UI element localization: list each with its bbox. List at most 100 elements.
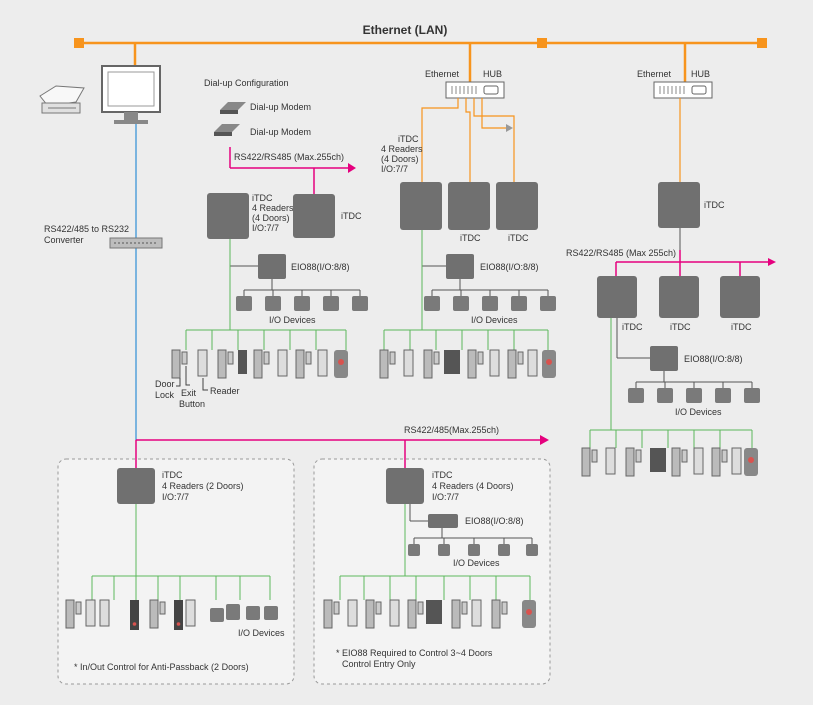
io-device-row <box>236 296 368 311</box>
door-lock-label-1: Door <box>155 379 175 389</box>
eio88-label: EIO88(I/O:8/8) <box>480 262 539 272</box>
io-ratio-label: I/O:7/7 <box>432 492 459 502</box>
itdc-controller <box>496 182 538 230</box>
itdc-controller <box>293 194 335 238</box>
dialup-modem-label-1: Dial-up Modem <box>250 102 311 112</box>
eio88-label: EIO88(I/O:8/8) <box>684 354 743 364</box>
ethernet-nodes <box>74 38 767 48</box>
itdc-label: iTDC <box>622 322 643 332</box>
modem-icon <box>214 124 240 136</box>
ethernet-title: Ethernet (LAN) <box>363 23 448 37</box>
io-device-row <box>628 388 760 403</box>
ethernet-label: Ethernet <box>425 69 460 79</box>
reader-wiring <box>91 504 271 600</box>
itdc-controller <box>720 276 760 318</box>
itdc-controller <box>207 193 249 239</box>
exit-button-label-2: Button <box>179 399 205 409</box>
io-ratio-label: I/O:7/7 <box>381 164 408 174</box>
io-device-row <box>210 604 278 622</box>
rs-bus-right-label: RS422/RS485 (Max 255ch) <box>566 248 676 258</box>
ethernet-label: Ethernet <box>637 69 672 79</box>
door-device-row <box>323 599 536 629</box>
io-wiring <box>409 504 533 544</box>
io-device-row <box>424 296 556 311</box>
eio88-module <box>650 346 678 371</box>
eio88-note-1: * EIO88 Required to Control 3~4 Doors <box>336 648 493 658</box>
itdc-controller <box>117 468 155 504</box>
readers-label: 4 Readers <box>381 144 423 154</box>
itdc-controller <box>448 182 490 230</box>
dialup-modem-label-2: Dial-up Modem <box>250 127 311 137</box>
readers-label: 4 Readers (4 Doors) <box>432 481 514 491</box>
hub-icon <box>445 81 505 99</box>
converter-icon <box>109 237 163 249</box>
reader-wiring <box>589 318 753 448</box>
callout-lines <box>176 366 208 391</box>
itdc-controller <box>386 468 424 504</box>
reader-wiring <box>185 239 347 350</box>
eio88-module <box>446 254 474 279</box>
itdc-label: iTDC <box>508 233 529 243</box>
hub-ports <box>659 86 685 94</box>
ethernet-backbone <box>78 41 762 82</box>
eio88-label: EIO88(I/O:8/8) <box>291 262 350 272</box>
itdc-controller <box>658 182 700 228</box>
door-device-row <box>171 349 348 379</box>
itdc-label: iTDC <box>670 322 691 332</box>
eio88-module <box>428 514 458 528</box>
io-devices-label: I/O Devices <box>453 558 500 568</box>
io-devices-label: I/O Devices <box>675 407 722 417</box>
hub-ports <box>451 86 477 94</box>
readers-label: 4 Readers (2 Doors) <box>162 481 244 491</box>
door-device-row <box>65 599 196 630</box>
door-device-row <box>581 447 758 477</box>
door-device-row <box>379 349 556 379</box>
hub-arrow <box>506 124 513 132</box>
itdc-label: iTDC <box>252 193 273 203</box>
rs485-buses <box>136 147 770 441</box>
hub-label: HUB <box>483 69 502 79</box>
hub-icon <box>653 81 713 99</box>
itdc-label: iTDC <box>704 200 725 210</box>
io-wiring <box>616 318 753 388</box>
io-devices-label: I/O Devices <box>471 315 518 325</box>
hub-led <box>691 85 707 95</box>
modem-icon <box>220 102 246 114</box>
hub-links <box>421 98 515 182</box>
io-device-row <box>408 544 538 556</box>
itdc-label: iTDC <box>398 134 419 144</box>
itdc-controller <box>400 182 442 230</box>
io-devices-label: I/O Devices <box>238 628 285 638</box>
eio88-label: EIO88(I/O:8/8) <box>465 516 524 526</box>
reader-wiring <box>383 230 549 350</box>
doors-label: (4 Doors) <box>252 213 290 223</box>
io-devices-label: I/O Devices <box>269 315 316 325</box>
converter-label-2: Converter <box>44 235 84 245</box>
pc-icon <box>101 65 161 124</box>
io-ratio-label: I/O:7/7 <box>252 223 279 233</box>
rs-bus-left-label: RS422/RS485 (Max.255ch) <box>234 152 344 162</box>
reader-label: Reader <box>210 386 240 396</box>
hub-led <box>483 85 499 95</box>
readers-label: 4 Readers <box>252 203 294 213</box>
eio88-module <box>258 254 286 279</box>
reader-wiring <box>339 504 531 600</box>
itdc-controller <box>597 276 637 318</box>
itdc-label: iTDC <box>460 233 481 243</box>
converter-label-1: RS422/485 to RS232 <box>44 224 129 234</box>
io-ratio-label: I/O:7/7 <box>162 492 189 502</box>
itdc-label: iTDC <box>341 211 362 221</box>
anti-passback-group <box>57 458 295 685</box>
anti-passback-note: * In/Out Control for Anti-Passback (2 Do… <box>74 662 249 672</box>
hub-label: HUB <box>691 69 710 79</box>
itdc-label: iTDC <box>731 322 752 332</box>
itdc-controller <box>659 276 699 318</box>
dialup-config-label: Dial-up Configuration <box>204 78 289 88</box>
rs-bus-bottom-label: RS422/485(Max.255ch) <box>404 425 499 435</box>
itdc-label: iTDC <box>432 470 453 480</box>
printer-icon <box>39 85 85 114</box>
doors-label: (4 Doors) <box>381 154 419 164</box>
itdc-label: iTDC <box>162 470 183 480</box>
rs485-arrows <box>348 163 776 445</box>
